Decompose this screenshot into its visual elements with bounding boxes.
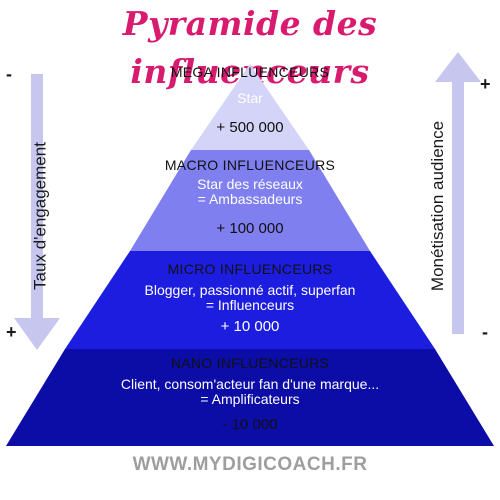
footer-url: WWW.MYDIGICOACH.FR (132, 454, 368, 475)
tier-macro-desc-1: Star des réseaux (197, 176, 303, 192)
tier-mega-name: MEGA INFLUENCEURS (170, 64, 330, 80)
engagement-top-sign: - (6, 64, 12, 84)
tier-mega-shape (191, 64, 309, 150)
tier-mega-desc: Star (237, 90, 263, 106)
engagement-label: Taux d'engagement (30, 142, 50, 290)
monetisation-top-sign: + (480, 74, 491, 94)
monetisation-label: Monétisation audience (428, 120, 447, 292)
tier-micro-shape (65, 251, 435, 349)
tier-micro-name: MICRO INFLUENCEURS (167, 261, 333, 277)
tier-micro-value: + 10 000 (220, 318, 280, 335)
tier-nano-value: - 10 000 (222, 416, 278, 433)
tier-macro-desc-2: = Ambassadeurs (197, 191, 303, 207)
tier-micro-desc-2: = Influenceurs (205, 297, 295, 313)
engagement-bottom-sign: + (6, 322, 17, 342)
tier-nano-desc-1: Client, consom'acteur fan d'une marque..… (120, 376, 380, 392)
tier-macro-name: MACRO INFLUENCEURS (164, 157, 336, 173)
tier-macro-shape (130, 150, 370, 251)
tier-nano-name: NANO INFLUENCEURS (170, 355, 330, 371)
monetisation-bottom-sign: - (482, 322, 488, 342)
tier-nano-desc-2: = Amplificateurs (200, 391, 300, 407)
monetisation-arrow (435, 52, 481, 334)
tier-nano-shape (6, 349, 494, 446)
tier-mega-value: + 500 000 (216, 119, 284, 136)
engagement-arrow (14, 74, 60, 350)
tier-micro-desc-1: Blogger, passionné actif, superfan (144, 282, 356, 298)
tier-macro-value: + 100 000 (216, 220, 284, 237)
